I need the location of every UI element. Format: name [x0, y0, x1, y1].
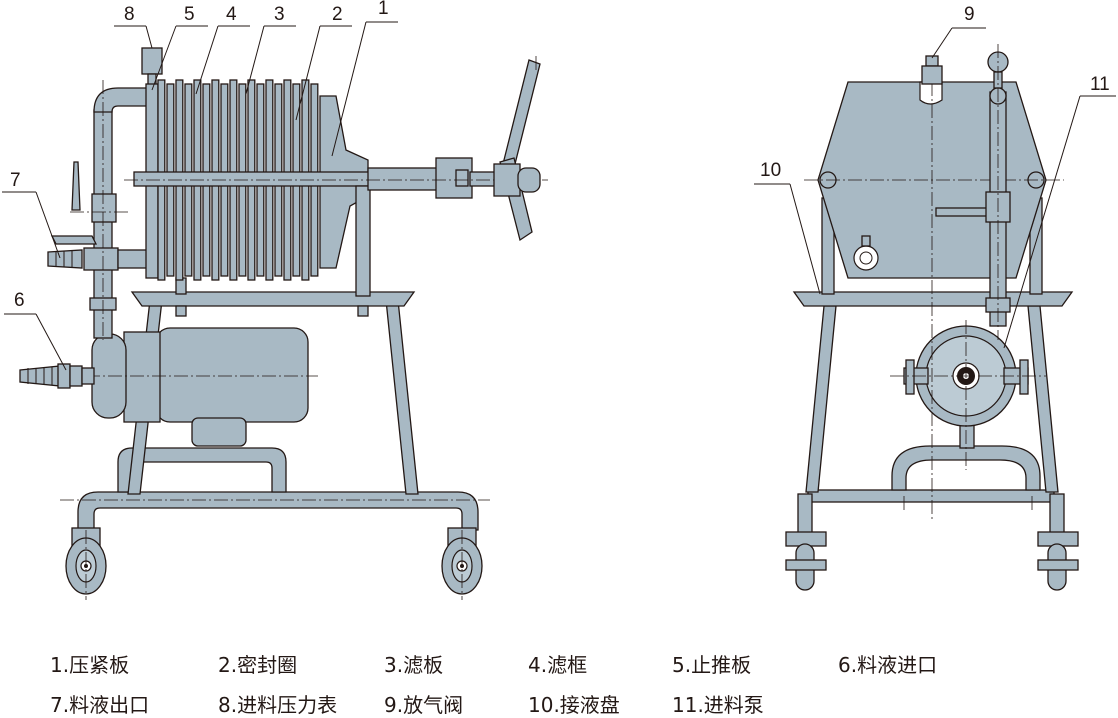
- left-wheel: [65, 527, 107, 600]
- feed-pipe: [70, 80, 149, 340]
- legend-10: 10.接液盘: [528, 693, 620, 717]
- front-wheel-right: [1037, 493, 1079, 591]
- callout-1: 1: [331, 0, 398, 157]
- feed-pump: [890, 320, 1046, 470]
- legend-5: 5.止推板: [672, 653, 751, 677]
- legend-9: 9.放气阀: [384, 693, 463, 717]
- legend-2: 2.密封圈: [218, 653, 297, 677]
- legend: 1.压紧板 2.密封圈 3.滤板 4.滤框 5.止推板 6.料液进口 7.料液出…: [50, 653, 937, 717]
- svg-text:11: 11: [1090, 74, 1110, 95]
- svg-text:4: 4: [226, 4, 237, 25]
- pump-motor: [20, 327, 318, 447]
- legend-8: 8.进料压力表: [218, 693, 337, 717]
- side-view: [19, 47, 548, 600]
- callout-9: 9: [931, 4, 986, 59]
- svg-text:5: 5: [184, 4, 195, 25]
- front-frame: [805, 305, 1059, 510]
- svg-text:3: 3: [274, 4, 285, 25]
- legend-11: 11.进料泵: [672, 693, 764, 717]
- svg-text:8: 8: [124, 4, 135, 25]
- callouts: 8 5 4 3 2 1 7: [2, 0, 1116, 371]
- callout-10: 10: [754, 160, 821, 295]
- callout-2: 2: [295, 4, 352, 121]
- side-tray: [130, 277, 416, 317]
- svg-text:6: 6: [14, 290, 25, 311]
- front-wheel-left: [785, 493, 827, 591]
- handwheel: [493, 56, 541, 242]
- callout-7: 7: [2, 170, 61, 259]
- right-wheel: [441, 527, 483, 600]
- legend-6: 6.料液进口: [838, 653, 937, 677]
- tie-rod: [124, 157, 548, 297]
- svg-text:7: 7: [10, 170, 21, 191]
- front-support-loop: [891, 423, 1041, 491]
- air-vent-valve: [921, 55, 943, 85]
- callout-3: 3: [245, 4, 296, 95]
- legend-4: 4.滤框: [528, 653, 587, 677]
- callout-11: 11: [1003, 74, 1116, 349]
- svg-text:1: 1: [378, 0, 389, 19]
- legend-3: 3.滤板: [384, 653, 443, 677]
- svg-text:2: 2: [332, 4, 343, 25]
- cart-base: [60, 447, 490, 531]
- callout-5: 5: [151, 4, 208, 91]
- callout-6: 6: [4, 290, 67, 371]
- legend-7: 7.料液出口: [50, 693, 149, 717]
- front-view: [785, 44, 1079, 591]
- callout-4: 4: [195, 4, 250, 95]
- inlet-nozzle: [19, 363, 95, 389]
- outlet-valve: [47, 161, 98, 269]
- filter-body: [804, 60, 1064, 520]
- callout-8: 8: [114, 4, 153, 49]
- svg-text:9: 9: [964, 4, 975, 25]
- svg-text:10: 10: [760, 160, 781, 181]
- front-feed-pipe: [985, 44, 1011, 340]
- legend-1: 1.压紧板: [50, 653, 129, 677]
